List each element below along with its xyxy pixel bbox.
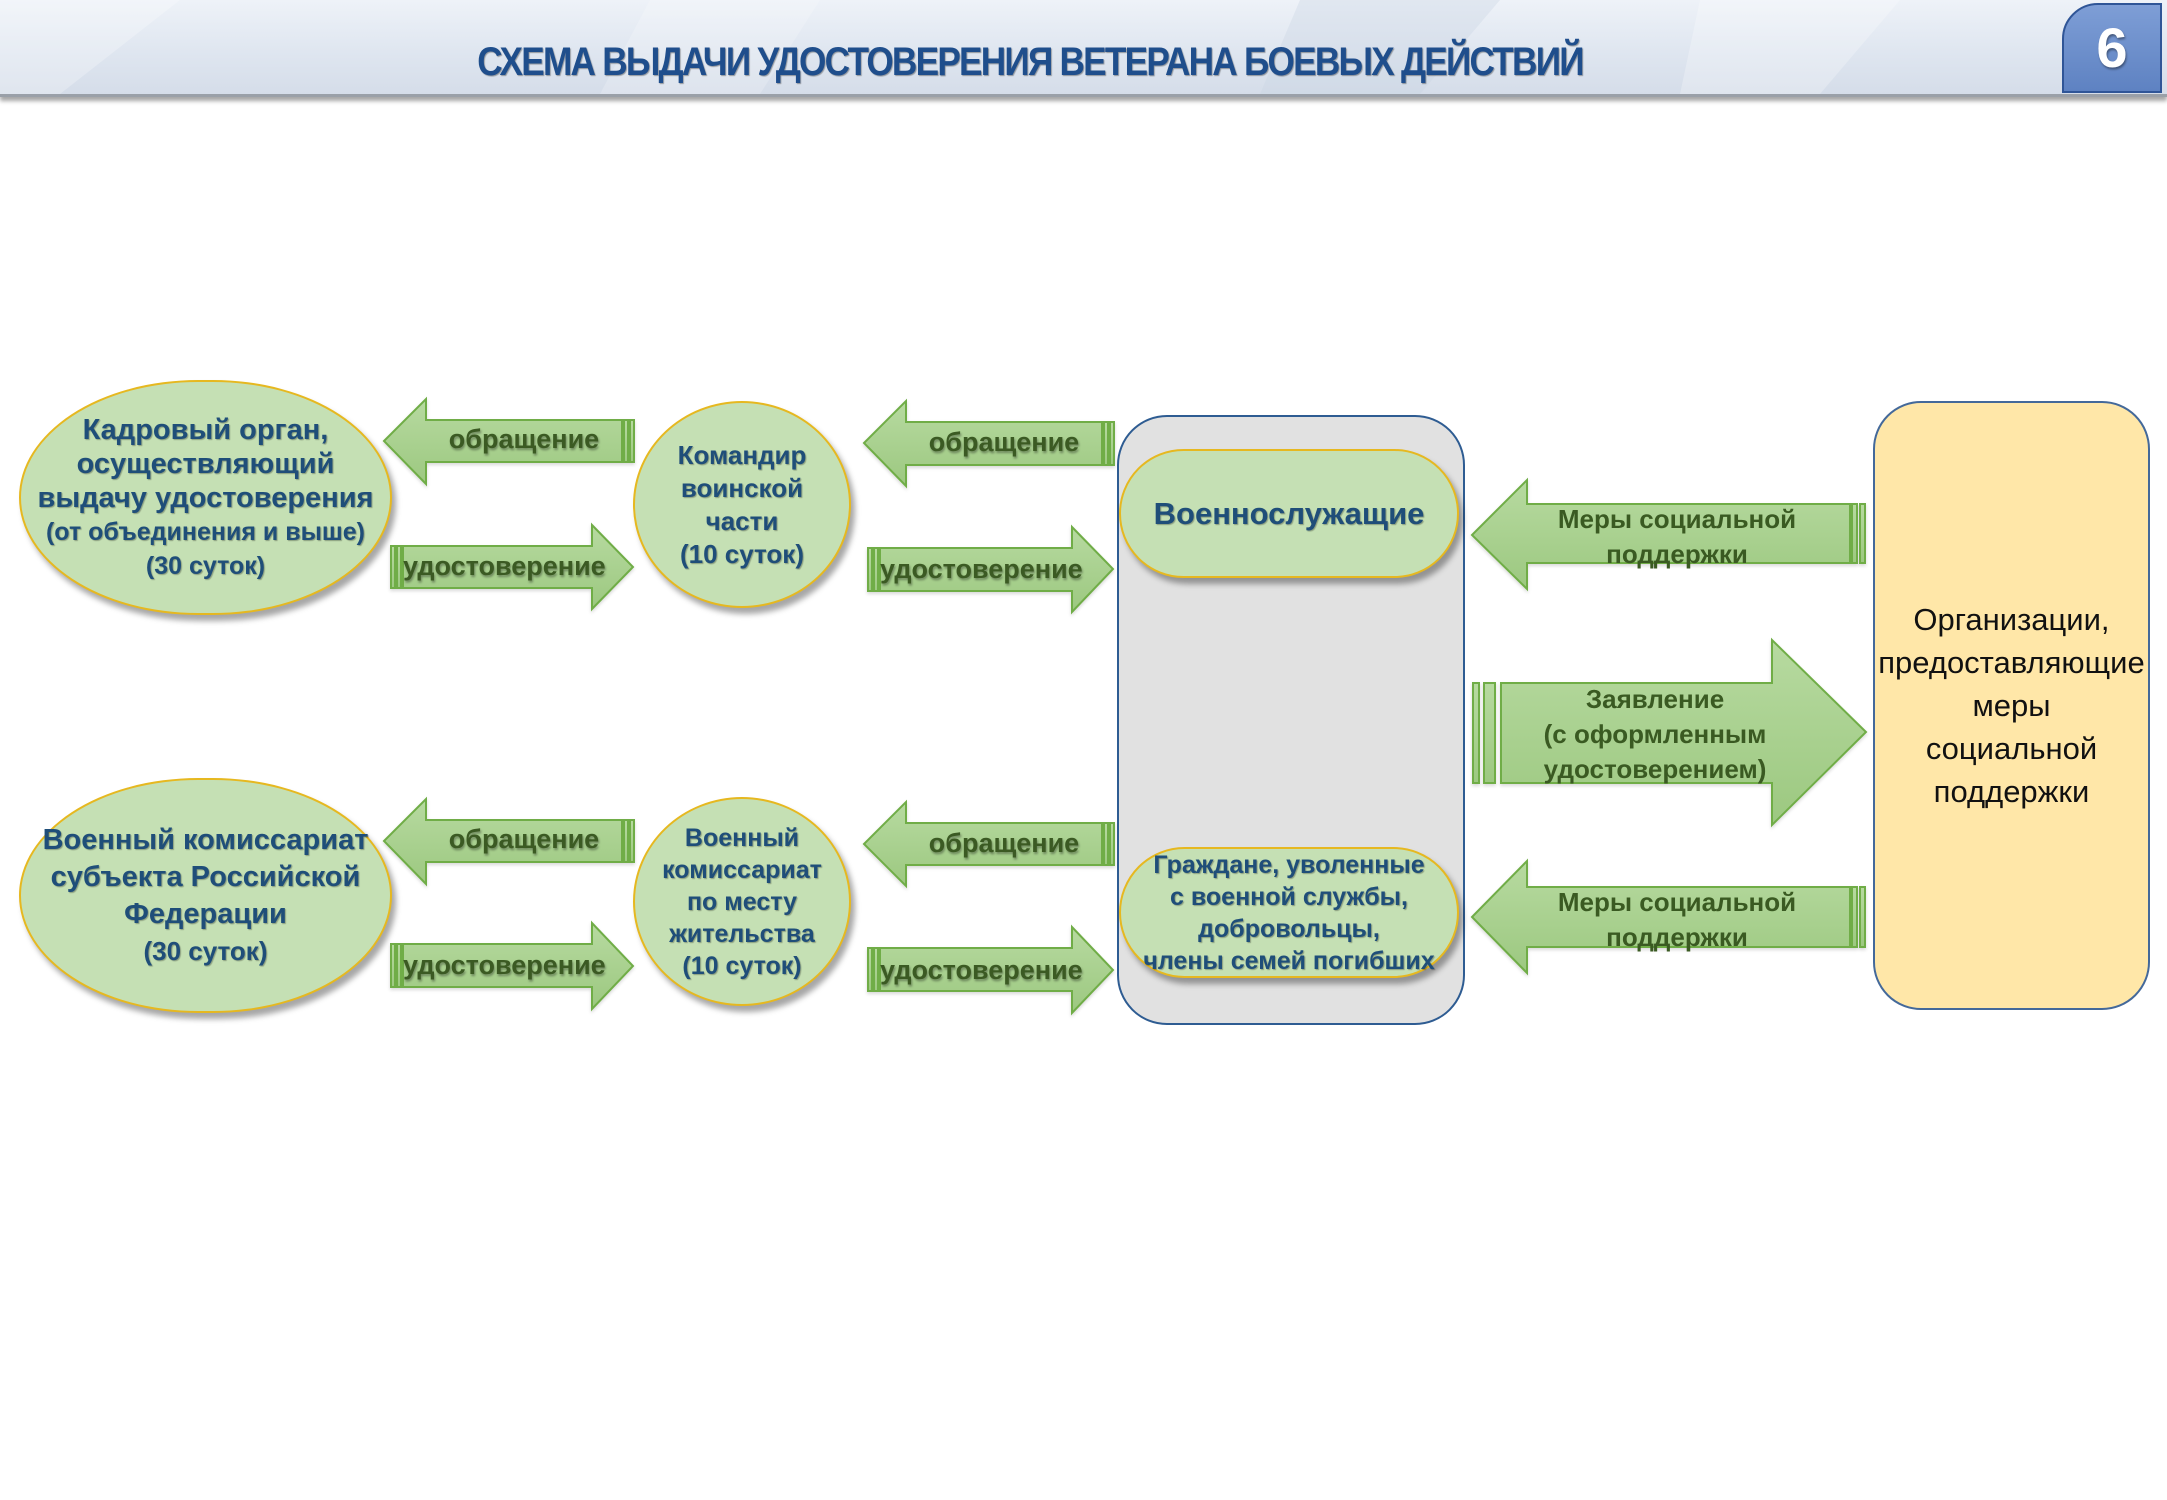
- node-line: жительства: [669, 919, 815, 948]
- organizations-line: поддержки: [1933, 774, 2090, 809]
- node-line: Военный комиссариат: [42, 823, 369, 856]
- organizations-line: предоставляющие: [1878, 645, 2145, 680]
- application-label-line: удостоверением): [1543, 754, 1767, 784]
- node-line: с военной службы,: [1170, 882, 1408, 911]
- node-line: добровольцы,: [1198, 914, 1380, 943]
- node-line: (10 суток): [682, 951, 802, 980]
- node-line: Военный: [684, 823, 800, 852]
- organizations-line: меры: [1972, 688, 2051, 723]
- node-line: Кадровый орган,: [82, 413, 329, 446]
- organizations-box: Организации, предоставляющие меры социал…: [1873, 401, 2150, 1010]
- arrow-label-certificate: удостоверение: [880, 955, 1083, 985]
- node-line: субъекта Российской: [50, 860, 361, 893]
- arrow-label-support: Меры социальной поддержки: [1527, 502, 1827, 572]
- arrow-label-request: обращение: [448, 824, 600, 854]
- citizens-node: Граждане, уволенные с военной службы, до…: [1119, 847, 1459, 978]
- application-label-line: (с оформленным: [1543, 719, 1767, 749]
- page-title: СХЕМА ВЫДАЧИ УДОСТОВЕРЕНИЯ ВЕТЕРАНА БОЕВ…: [477, 40, 1584, 84]
- node-line: воинской: [680, 472, 804, 503]
- node-line: (от объединения и выше): [45, 517, 365, 546]
- node-line: по месту: [686, 887, 798, 916]
- arrow-label-certificate: удостоверение: [880, 554, 1083, 584]
- node-line: части: [705, 505, 779, 536]
- node-line: осуществляющий: [76, 447, 335, 480]
- arrow-label-request: обращение: [928, 828, 1080, 858]
- node-line: (30 суток): [145, 551, 266, 580]
- node-line: члены семей погибших: [1143, 946, 1435, 975]
- organizations-line: Организации,: [1913, 602, 2110, 637]
- application-label-line: Заявление: [1585, 684, 1725, 714]
- node-line: (10 суток): [680, 538, 804, 569]
- support-label-line: поддержки: [1606, 922, 1748, 952]
- arrow-label-request: обращение: [928, 427, 1080, 457]
- organizations-line: социальной: [1925, 731, 2098, 766]
- arrow-label-certificate: удостоверение: [403, 950, 606, 980]
- node-line: Федерации: [124, 897, 287, 930]
- unit-commander-node: Командир воинской части (10 суток): [633, 401, 851, 608]
- servicemen-node: Военнослужащие: [1119, 449, 1459, 578]
- personnel-body-node: Кадровый орган, осуществляющий выдачу уд…: [19, 380, 392, 615]
- local-commissariat-node: Военный комиссариат по месту жительства …: [633, 797, 851, 1006]
- slide-header: СХЕМА ВЫДАЧИ УДОСТОВЕРЕНИЯ ВЕТЕРАНА БОЕВ…: [0, 0, 2167, 97]
- node-line: комиссариат: [662, 855, 822, 884]
- support-label-line: Меры социальной: [1557, 504, 1797, 534]
- regional-commissariat-node: Военный комиссариат субъекта Российской …: [19, 778, 392, 1013]
- node-line: Граждане, уволенные: [1153, 850, 1425, 879]
- servicemen-label: Военнослужащие: [1153, 495, 1425, 531]
- slide-number-badge: 6: [2062, 3, 2162, 93]
- arrow-label-application: Заявление (с оформленным удостоверением): [1505, 682, 1805, 787]
- node-line: (30 суток): [143, 935, 268, 966]
- arrow-label-certificate: удостоверение: [403, 551, 606, 581]
- support-label-line: Меры социальной: [1557, 887, 1797, 917]
- node-line: выдачу удостоверения: [37, 481, 374, 514]
- support-label-line: поддержки: [1606, 539, 1748, 569]
- header-background-pattern: [0, 0, 1900, 94]
- node-line: Командир: [677, 439, 807, 470]
- arrow-label-support: Меры социальной поддержки: [1527, 885, 1827, 955]
- arrow-label-request: обращение: [448, 424, 600, 454]
